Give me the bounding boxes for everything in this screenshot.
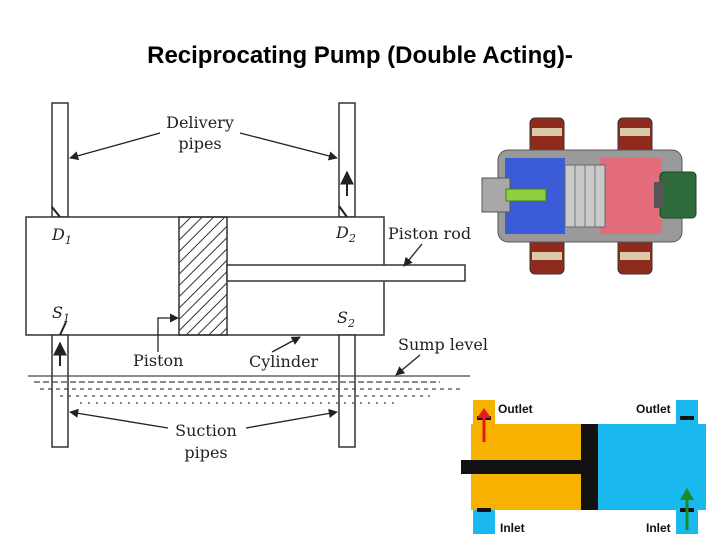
slide-title: Reciprocating Pump (Double Acting)- — [147, 42, 573, 69]
suction-pipe-right — [338, 334, 356, 448]
delivery-pipe-left — [51, 102, 69, 218]
valve-d2 — [338, 205, 348, 218]
d2-label: D2 — [335, 223, 356, 245]
double-acting-schematic: Outlet Outlet Inlet Inlet — [461, 400, 706, 535]
valve-s1 — [59, 321, 67, 336]
piston-rod-label: Piston rod — [388, 224, 471, 243]
piston-rod — [226, 264, 466, 282]
leader-line — [69, 132, 161, 161]
sump-level-label: Sump level — [398, 335, 488, 354]
leader-line — [403, 243, 423, 267]
piston-rod-block — [461, 460, 581, 474]
sump-water — [28, 375, 470, 404]
suction-label-line1: Suction — [175, 421, 237, 440]
delivery-pipe-right — [338, 102, 356, 218]
inlet-port-left — [473, 510, 495, 534]
inlet-right-label: Inlet — [646, 521, 671, 535]
s1-label: S1 — [52, 303, 70, 325]
valve-d1 — [51, 206, 61, 218]
piston — [178, 216, 228, 336]
pump-diagram: Delivery pipes D1 D2 Piston rod S1 S2 Su… — [25, 102, 488, 462]
leader-line — [69, 408, 169, 429]
leader-line — [157, 313, 179, 352]
inlet-left-label: Inlet — [500, 521, 525, 535]
piston-block — [581, 424, 598, 510]
leader-line — [395, 354, 421, 376]
outlet-right-label: Outlet — [636, 402, 671, 416]
pump-cutaway-illustration — [481, 117, 697, 275]
d1-label: D1 — [51, 225, 72, 247]
suction-label-line2: pipes — [184, 443, 227, 462]
cylinder-label: Cylinder — [249, 352, 319, 371]
leader-line — [245, 408, 338, 429]
outlet-left-label: Outlet — [498, 402, 533, 416]
outlet-port-right — [676, 400, 698, 424]
leader-line — [239, 132, 338, 161]
piston-label: Piston — [133, 351, 183, 370]
delivery-label-line1: Delivery — [166, 113, 234, 132]
leader-line — [271, 336, 301, 353]
delivery-label-line2: pipes — [178, 134, 221, 153]
s2-label: S2 — [337, 308, 355, 330]
